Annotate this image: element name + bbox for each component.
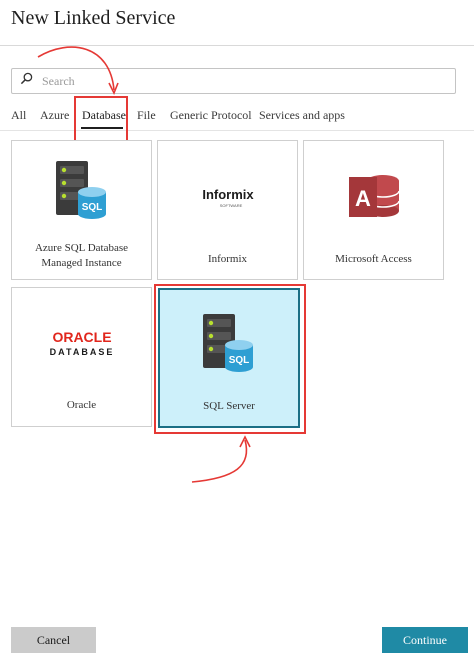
tab-all[interactable]: All bbox=[11, 108, 27, 122]
sql-server-database-icon: SQL bbox=[160, 312, 298, 374]
access-letter: A bbox=[355, 186, 371, 211]
connector-card-informix[interactable]: Informix SOFTWARE Informix bbox=[157, 140, 298, 280]
database-tab-annotation-box bbox=[74, 96, 128, 142]
dialog-title: New Linked Service bbox=[11, 7, 176, 29]
tab-azure[interactable]: Azure bbox=[40, 108, 70, 122]
informix-logo-subtext: SOFTWARE bbox=[219, 203, 242, 208]
connector-label: Informix bbox=[207, 253, 248, 265]
search-box[interactable] bbox=[11, 68, 456, 94]
category-tabs: All Azure Database File Generic Protocol… bbox=[0, 108, 474, 130]
search-icon bbox=[20, 72, 33, 90]
informix-logo: Informix SOFTWARE bbox=[158, 186, 297, 210]
informix-logo-text: Informix bbox=[202, 187, 254, 202]
tab-file[interactable]: File bbox=[137, 108, 156, 122]
title-divider bbox=[0, 45, 474, 46]
connector-label: Azure SQL Database Managed Instance bbox=[34, 242, 129, 269]
search-input[interactable] bbox=[40, 72, 444, 90]
connector-label: Microsoft Access bbox=[335, 253, 412, 265]
oracle-logo-text: ORACLE bbox=[52, 329, 111, 345]
oracle-database-logo: ORACLE DATABASE bbox=[12, 328, 151, 360]
sql-server-annotation-box bbox=[154, 284, 306, 434]
sql-badge-text: SQL bbox=[81, 202, 102, 213]
connector-card-microsoft-access[interactable]: A Microsoft Access bbox=[303, 140, 444, 280]
connector-label: SQL Server bbox=[203, 400, 255, 412]
connector-label: Oracle bbox=[66, 399, 97, 411]
tab-services-and-apps[interactable]: Services and apps bbox=[259, 108, 345, 122]
tabs-divider bbox=[0, 130, 474, 131]
connector-card-azure-sql-mi[interactable]: SQL Azure SQL Database Managed Instance bbox=[11, 140, 152, 280]
tab-generic-protocol[interactable]: Generic Protocol bbox=[170, 108, 252, 122]
tab-database[interactable]: Database bbox=[82, 108, 126, 122]
connector-card-sql-server[interactable]: SQL SQL Server bbox=[158, 288, 300, 428]
connector-card-oracle[interactable]: ORACLE DATABASE Oracle bbox=[11, 287, 152, 427]
sql-badge-text: SQL bbox=[229, 355, 250, 366]
active-tab-underline bbox=[81, 127, 123, 129]
arrow-to-sql-server bbox=[191, 435, 251, 483]
sql-server-database-icon: SQL bbox=[12, 159, 151, 221]
oracle-logo-subtext: DATABASE bbox=[49, 347, 114, 357]
cancel-button[interactable]: Cancel bbox=[11, 627, 96, 653]
continue-button[interactable]: Continue bbox=[382, 627, 468, 653]
microsoft-access-logo: A bbox=[304, 171, 443, 223]
